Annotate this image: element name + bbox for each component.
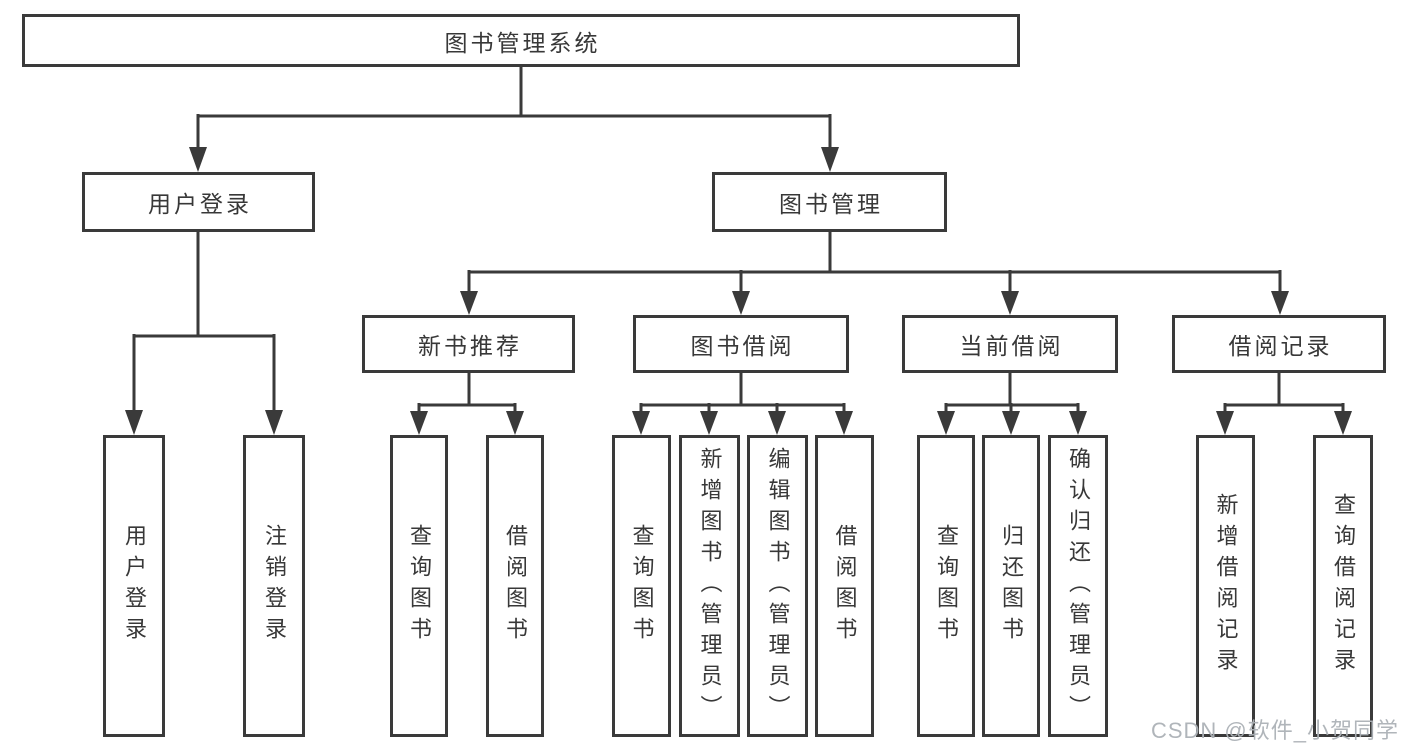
leaf-query-borrow-record: 查询借阅记录 — [1313, 435, 1373, 737]
leaf-user-login: 用户登录 — [103, 435, 165, 737]
node-user-login: 用户登录 — [82, 172, 315, 232]
arrowheads — [125, 147, 1352, 435]
node-root-system: 图书管理系统 — [22, 14, 1020, 67]
leaf-logout: 注销登录 — [243, 435, 305, 737]
leaf-borrow-books: 借阅图书 — [815, 435, 874, 737]
node-book-management: 图书管理 — [712, 172, 947, 232]
leaf-edit-books-admin: 编辑图书（管理员） — [747, 435, 808, 737]
leaf-add-borrow-record: 新增借阅记录 — [1196, 435, 1255, 737]
csdn-watermark: CSDN @软件_小贺同学 — [1150, 718, 1399, 743]
leaf-return-books: 归还图书 — [982, 435, 1040, 737]
leaf-add-books-admin: 新增图书（管理员） — [679, 435, 740, 737]
node-book-borrow: 图书借阅 — [633, 315, 849, 373]
leaf-query-books-current: 查询图书 — [917, 435, 975, 737]
node-current-borrow: 当前借阅 — [902, 315, 1118, 373]
leaf-query-books-recommend: 查询图书 — [390, 435, 448, 737]
node-borrow-records: 借阅记录 — [1172, 315, 1386, 373]
leaf-query-books-borrow: 查询图书 — [612, 435, 671, 737]
node-new-book-recommend: 新书推荐 — [362, 315, 575, 373]
leaf-borrow-books-recommend: 借阅图书 — [486, 435, 544, 737]
leaf-confirm-return-admin: 确认归还（管理员） — [1048, 435, 1108, 737]
